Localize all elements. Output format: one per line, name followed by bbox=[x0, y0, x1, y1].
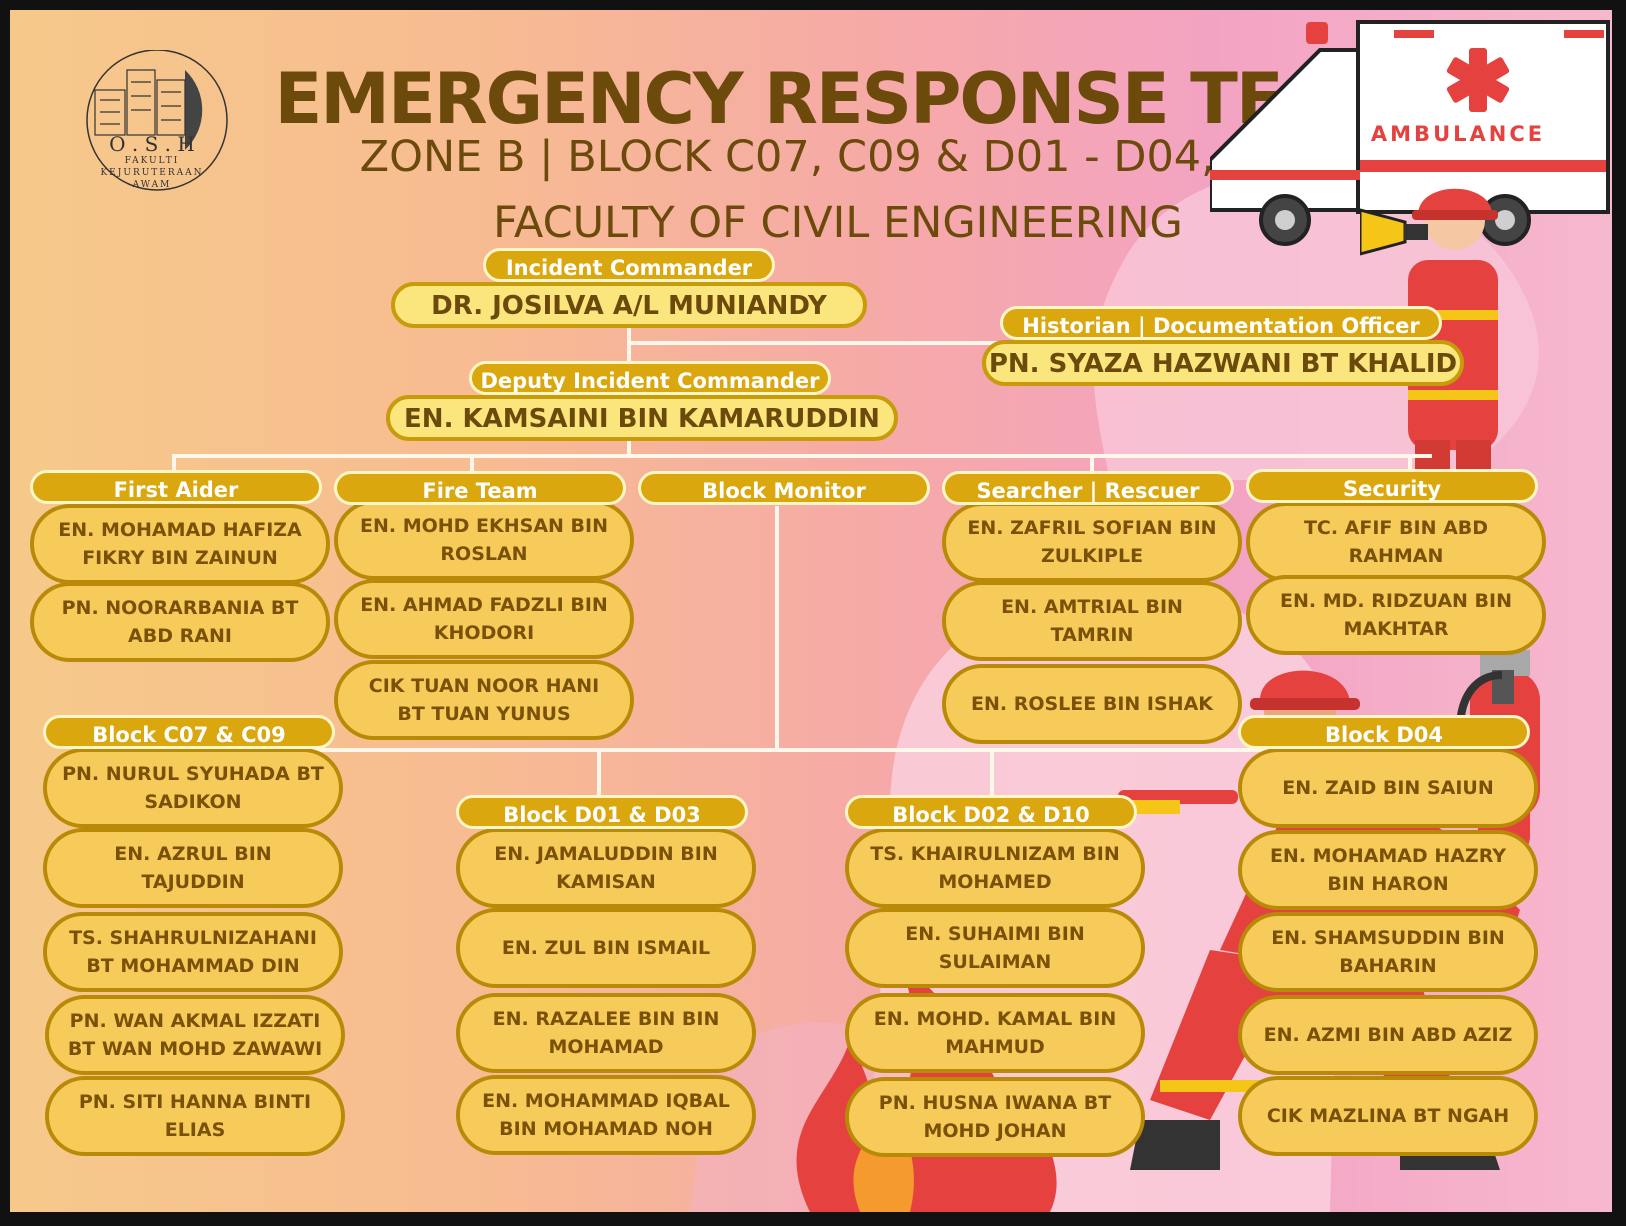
incident-commander-name: DR. JOSILVA A/L MUNIANDY bbox=[391, 282, 867, 328]
member-box: CIK TUAN NOOR HANI BT TUAN YUNUS bbox=[334, 660, 634, 740]
member-box: PN. WAN AKMAL IZZATI BT WAN MOHD ZAWAWI bbox=[45, 995, 345, 1075]
member-box: EN. ZAID BIN SAIUN bbox=[1238, 748, 1538, 828]
member-box: EN. JAMALUDDIN BIN KAMISAN bbox=[456, 828, 756, 908]
role-block-monitor: Block Monitor bbox=[638, 471, 930, 505]
connector-line bbox=[172, 454, 176, 482]
member-box: EN. MOHAMAD HAFIZA FIKRY BIN ZAINUN bbox=[30, 504, 330, 584]
connector-line bbox=[1090, 454, 1094, 482]
ambulance-icon bbox=[1210, 20, 1610, 246]
connector-line bbox=[190, 748, 1390, 752]
connector-line bbox=[627, 341, 1007, 345]
connector-line bbox=[172, 454, 1432, 458]
ambulance-label: AMBULANCE bbox=[1370, 122, 1546, 146]
member-box: TS. KHAIRULNIZAM BIN MOHAMED bbox=[845, 828, 1145, 908]
member-box: PN. NOORARBANIA BT ABD RANI bbox=[30, 582, 330, 662]
member-box: PN. HUSNA IWANA BT MOHD JOHAN bbox=[845, 1077, 1145, 1157]
member-box: EN. AZRUL BIN TAJUDDIN bbox=[43, 828, 343, 908]
connector-line bbox=[1408, 454, 1412, 482]
role-first-aider: First Aider bbox=[30, 470, 322, 504]
member-box: EN. ZUL BIN ISMAIL bbox=[456, 908, 756, 988]
role-fire-team: Fire Team bbox=[334, 471, 626, 505]
member-box: EN. MD. RIDZUAN BIN MAKHTAR bbox=[1246, 575, 1546, 655]
member-box: PN. SITI HANNA BINTI ELIAS bbox=[45, 1076, 345, 1156]
member-box: EN. SUHAIMI BIN SULAIMAN bbox=[845, 908, 1145, 988]
member-box: EN. MOHD. KAMAL BIN MAHMUD bbox=[845, 993, 1145, 1073]
role-block-d02-d10: Block D02 & D10 bbox=[845, 795, 1137, 829]
member-box: EN. MOHAMAD HAZRY BIN HARON bbox=[1238, 830, 1538, 910]
connector-line bbox=[597, 748, 601, 800]
logo-line-3: AWAM bbox=[132, 180, 172, 190]
logo-line-2: KEJURUTERAAN bbox=[100, 168, 204, 178]
member-box: EN. MOHD EKHSAN BIN ROSLAN bbox=[334, 500, 634, 580]
role-searcher-rescuer: Searcher | Rescuer bbox=[942, 471, 1234, 505]
member-box: CIK MAZLINA BT NGAH bbox=[1238, 1076, 1538, 1156]
poster: AMBULANCE bbox=[10, 10, 1612, 1212]
role-security: Security bbox=[1246, 469, 1538, 503]
page-title: EMERGENCY RESPONSE TEAM bbox=[274, 58, 1403, 140]
member-box: EN. RAZALEE BIN BIN MOHAMAD bbox=[456, 993, 756, 1073]
zone-subtitle: ZONE B | BLOCK C07, C09 & D01 - D04, D10 bbox=[359, 132, 1317, 182]
member-box: EN. ROSLEE BIN ISHAK bbox=[942, 664, 1242, 744]
member-box: TC. AFIF BIN ABD RAHMAN bbox=[1246, 502, 1546, 582]
connector-line bbox=[990, 748, 994, 800]
osh-logo bbox=[86, 50, 228, 191]
connector-line bbox=[775, 506, 779, 750]
faculty-subtitle: FACULTY OF CIVIL ENGINEERING bbox=[493, 198, 1183, 248]
member-box: EN. AHMAD FADZLI BIN KHODORI bbox=[334, 579, 634, 659]
logo-line-1: FAKULTI bbox=[124, 156, 180, 166]
member-box: EN. SHAMSUDDIN BIN BAHARIN bbox=[1238, 912, 1538, 992]
role-block-d01-d03: Block D01 & D03 bbox=[456, 795, 748, 829]
role-block-d04: Block D04 bbox=[1238, 715, 1530, 749]
role-deputy-commander: Deputy Incident Commander bbox=[469, 361, 831, 395]
member-box: TS. SHAHRULNIZAHANI BT MOHAMMAD DIN bbox=[43, 912, 343, 992]
role-incident-commander: Incident Commander bbox=[483, 248, 775, 282]
member-box: EN. AZMI BIN ABD AZIZ bbox=[1238, 995, 1538, 1075]
member-box: EN. ZAFRIL SOFIAN BIN ZULKIPLE bbox=[942, 502, 1242, 582]
connector-line bbox=[470, 454, 474, 482]
member-box: EN. MOHAMMAD IQBAL BIN MOHAMAD NOH bbox=[456, 1075, 756, 1155]
member-box: PN. NURUL SYUHADA BT SADIKON bbox=[43, 748, 343, 828]
role-block-c07-c09: Block C07 & C09 bbox=[43, 715, 335, 749]
deputy-commander-name: EN. KAMSAINI BIN KAMARUDDIN bbox=[386, 395, 898, 441]
member-box: EN. AMTRIAL BIN TAMRIN bbox=[942, 581, 1242, 661]
historian-name: PN. SYAZA HAZWANI BT KHALID bbox=[982, 340, 1464, 386]
logo-letters: O . S . H bbox=[109, 132, 195, 156]
role-historian: Historian | Documentation Officer bbox=[1000, 306, 1442, 340]
